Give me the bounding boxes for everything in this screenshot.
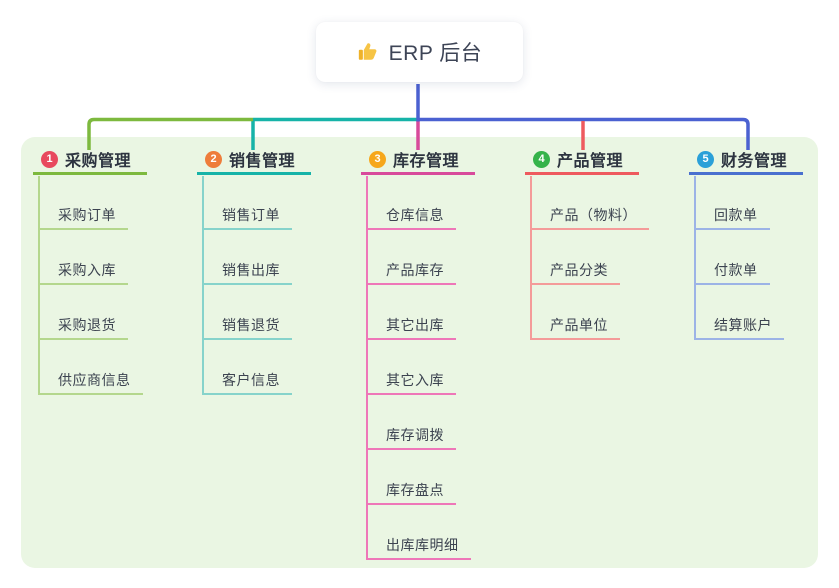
child-label: 供应商信息 — [58, 372, 131, 388]
branch-number-badge: 2 — [205, 150, 222, 168]
child-label: 付款单 — [714, 262, 758, 278]
child-label: 销售出库 — [222, 262, 280, 278]
child-label: 采购入库 — [58, 262, 116, 278]
child-node[interactable]: 库存调拨 — [366, 424, 456, 450]
child-label: 库存调拨 — [386, 427, 444, 443]
child-label: 销售订单 — [222, 207, 280, 223]
child-label: 其它出库 — [386, 317, 444, 333]
child-node[interactable]: 销售退货 — [202, 314, 292, 340]
child-node[interactable]: 付款单 — [694, 259, 770, 285]
child-label: 其它入库 — [386, 372, 444, 388]
branch-number-badge: 3 — [369, 150, 386, 168]
child-label: 客户信息 — [222, 372, 280, 388]
root-title: ERP 后台 — [388, 42, 483, 65]
child-node[interactable]: 客户信息 — [202, 369, 292, 395]
child-node[interactable]: 库存盘点 — [366, 479, 456, 505]
branch-spine — [38, 176, 40, 395]
child-node[interactable]: 产品（物料） — [530, 204, 649, 230]
branch-title: 销售管理 — [229, 153, 296, 170]
child-node[interactable]: 采购订单 — [38, 204, 128, 230]
child-node[interactable]: 产品单位 — [530, 314, 620, 340]
child-node[interactable]: 其它入库 — [366, 369, 456, 395]
child-label: 采购退货 — [58, 317, 116, 333]
child-label: 出库库明细 — [386, 537, 459, 553]
child-label: 销售退货 — [222, 317, 280, 333]
branch-spine — [202, 176, 204, 395]
child-label: 回款单 — [714, 207, 758, 223]
branch-spine — [694, 176, 696, 340]
branch-number-badge: 1 — [41, 150, 58, 168]
root-node[interactable]: ERP 后台 — [316, 22, 523, 82]
thumbs-up-icon — [357, 41, 379, 63]
child-node[interactable]: 销售出库 — [202, 259, 292, 285]
branch-spine — [530, 176, 532, 340]
child-node[interactable]: 产品库存 — [366, 259, 456, 285]
child-node[interactable]: 采购退货 — [38, 314, 128, 340]
branch-header-1[interactable]: 1 采购管理 — [33, 146, 147, 175]
child-label: 产品单位 — [550, 317, 608, 333]
branch-title: 财务管理 — [721, 153, 788, 170]
branch-spine — [366, 176, 368, 560]
child-node[interactable]: 出库库明细 — [366, 534, 471, 560]
child-node[interactable]: 回款单 — [694, 204, 770, 230]
branch-header-5[interactable]: 5 财务管理 — [689, 146, 803, 175]
child-label: 库存盘点 — [386, 482, 444, 498]
branches-panel — [21, 137, 818, 568]
branch-title: 库存管理 — [393, 153, 460, 170]
branch-number-badge: 5 — [697, 150, 714, 168]
child-node[interactable]: 采购入库 — [38, 259, 128, 285]
child-label: 产品分类 — [550, 262, 608, 278]
child-node[interactable]: 结算账户 — [694, 314, 784, 340]
branch-header-2[interactable]: 2 销售管理 — [197, 146, 311, 175]
child-node[interactable]: 供应商信息 — [38, 369, 143, 395]
branch-title: 产品管理 — [557, 153, 624, 170]
child-label: 采购订单 — [58, 207, 116, 223]
child-node[interactable]: 其它出库 — [366, 314, 456, 340]
branch-number-badge: 4 — [533, 150, 550, 168]
child-label: 结算账户 — [714, 317, 772, 333]
child-node[interactable]: 产品分类 — [530, 259, 620, 285]
branch-title: 采购管理 — [65, 153, 132, 170]
child-label: 产品（物料） — [550, 207, 637, 223]
child-node[interactable]: 仓库信息 — [366, 204, 456, 230]
branch-header-3[interactable]: 3 库存管理 — [361, 146, 475, 175]
child-label: 产品库存 — [386, 262, 444, 278]
child-label: 仓库信息 — [386, 207, 444, 223]
branch-header-4[interactable]: 4 产品管理 — [525, 146, 639, 175]
child-node[interactable]: 销售订单 — [202, 204, 292, 230]
